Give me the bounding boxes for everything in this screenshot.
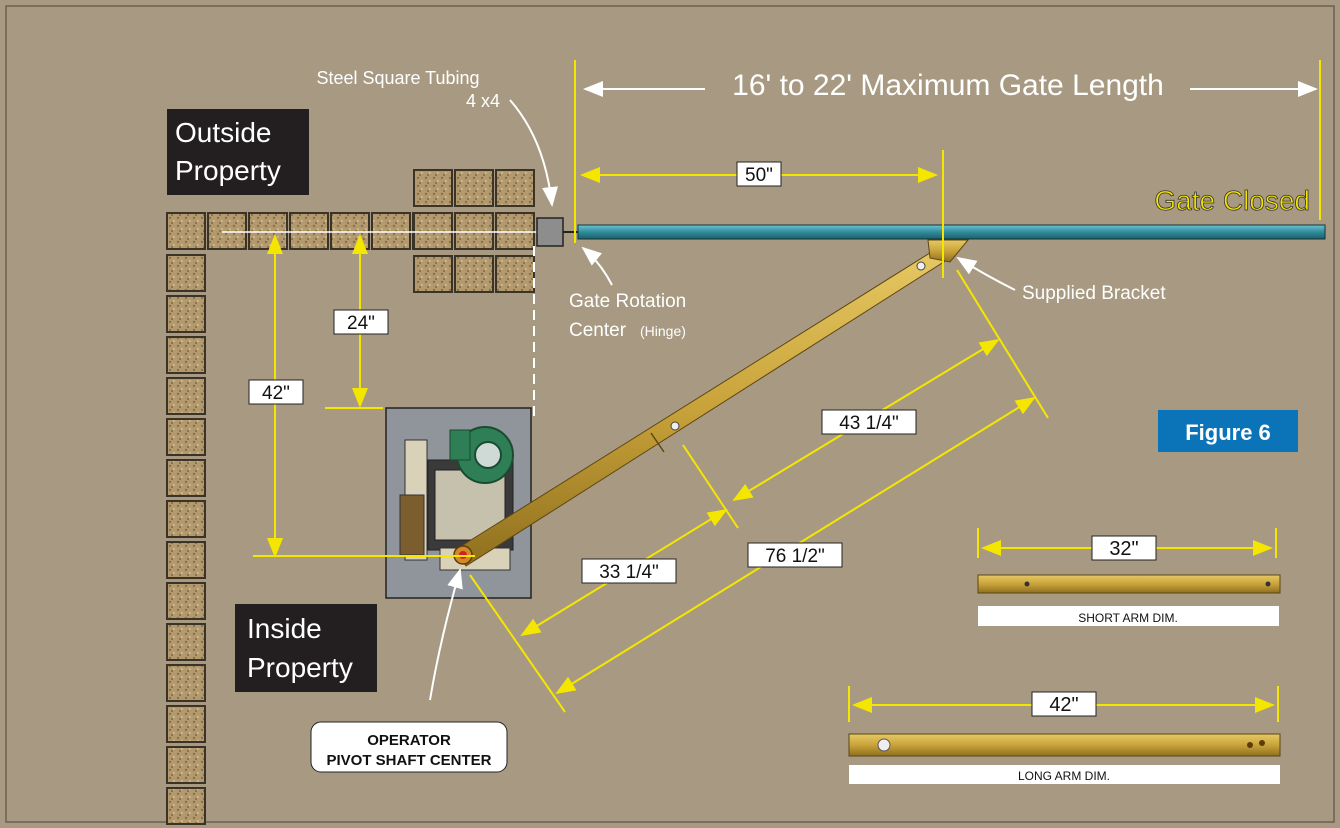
paver-tile xyxy=(371,212,411,250)
paver-tile xyxy=(166,254,206,292)
figure-badge xyxy=(1158,410,1298,452)
gate-rotation-center: Center xyxy=(569,320,627,341)
paver-tile xyxy=(166,459,206,497)
long-arm-graphic xyxy=(848,733,1281,757)
dim-24: 24" xyxy=(347,313,375,334)
paver-tile xyxy=(330,212,370,250)
dim-42-vertical: 42" xyxy=(262,383,290,404)
figure-label: Figure 6 xyxy=(1185,420,1271,445)
dim-76-1-2: 76 1/2" xyxy=(765,546,825,567)
outside-property-box xyxy=(167,109,309,195)
paver-tile xyxy=(166,377,206,415)
outside-property-label: Outside xyxy=(175,117,272,148)
paver-tile xyxy=(207,212,247,250)
short-arm-graphic xyxy=(977,574,1281,594)
long-arm-label: LONG ARM DIM. xyxy=(1018,769,1110,783)
paver-tile xyxy=(495,212,535,250)
dim-32-short-arm: 32" xyxy=(1109,538,1138,560)
paver-tile xyxy=(454,169,494,207)
paver-tile xyxy=(166,541,206,579)
dim-43-1-4: 43 1/4" xyxy=(839,413,899,434)
paver-tile xyxy=(289,212,329,250)
paver-tile xyxy=(166,418,206,456)
paver-tile xyxy=(413,212,453,250)
inside-property-label: Inside xyxy=(247,613,322,644)
supplied-bracket xyxy=(927,239,970,263)
steel-tubing-post xyxy=(536,217,564,247)
paver-tile xyxy=(495,169,535,207)
dim-42-long-arm: 42" xyxy=(1049,694,1078,716)
paver-tile xyxy=(166,500,206,538)
paver-tile xyxy=(166,787,206,825)
inside-property-box xyxy=(235,604,377,692)
steel-tubing-label: Steel Square Tubing xyxy=(316,68,479,88)
paver-tile xyxy=(166,212,206,250)
paver-tile xyxy=(495,255,535,293)
paver-tile xyxy=(166,746,206,784)
pivot-shaft-label: PIVOT SHAFT CENTER xyxy=(326,752,491,769)
paver-tile xyxy=(248,212,288,250)
paver-tile xyxy=(166,705,206,743)
inside-property-label-2: Property xyxy=(247,652,353,683)
gate-rotation-hinge: (Hinge) xyxy=(640,323,686,339)
steel-tubing-size: 4 x4 xyxy=(466,91,500,111)
paver-tile xyxy=(413,169,453,207)
paver-tile xyxy=(166,623,206,661)
paver-tile xyxy=(454,255,494,293)
paver-tile xyxy=(166,295,206,333)
operator-label: OPERATOR xyxy=(367,732,451,749)
gate-closed-label: Gate Closed xyxy=(1154,185,1310,216)
supplied-bracket-label: Supplied Bracket xyxy=(1022,283,1166,304)
paver-wall xyxy=(166,169,535,825)
gate-bar xyxy=(577,224,1326,240)
paver-tile xyxy=(166,582,206,620)
paver-tile xyxy=(166,336,206,374)
dim-50: 50" xyxy=(745,165,773,186)
gate-rotation-label: Gate Rotation xyxy=(569,291,686,312)
dim-33-1-4: 33 1/4" xyxy=(599,562,659,583)
gate-length-label: 16' to 22' Maximum Gate Length xyxy=(732,69,1164,102)
paver-tile xyxy=(166,664,206,702)
paver-tile xyxy=(413,255,453,293)
paver-tile xyxy=(454,212,494,250)
outside-property-label-2: Property xyxy=(175,155,281,186)
short-arm-label: SHORT ARM DIM. xyxy=(1078,611,1178,625)
operator-pivot-tag xyxy=(310,721,508,773)
